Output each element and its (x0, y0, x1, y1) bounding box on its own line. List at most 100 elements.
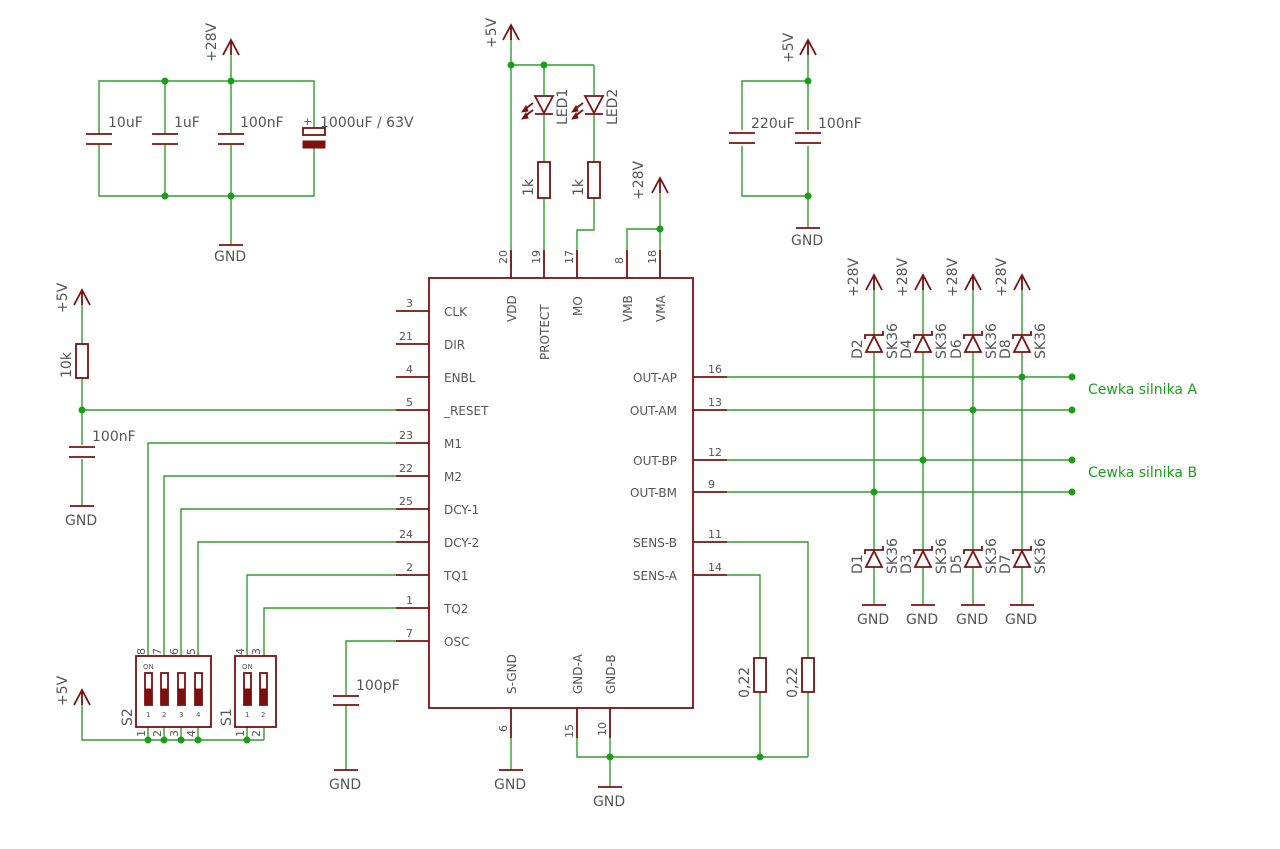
capacitor-100nf-5v: 100nF (795, 116, 862, 144)
capacitor-100nf-reset: 100nF (69, 429, 136, 458)
svg-text:10: 10 (596, 722, 609, 736)
svg-text:16: 16 (708, 363, 722, 376)
svg-text:1: 1 (406, 594, 413, 607)
wires (81, 40, 1072, 787)
resistor-1k-led1: 1k (521, 161, 551, 199)
resistor-sense-b: 0,22 (785, 657, 815, 698)
svg-text:S1: S1 (219, 708, 235, 726)
diode-d6: D6 SK36 (949, 323, 1000, 359)
diode-d3: D3 SK36 (899, 538, 950, 574)
svg-text:100pF: 100pF (356, 678, 400, 694)
led2: LED2 (570, 89, 621, 125)
capacitor-1000uf-electrolytic: + 1000uF / 63V (302, 115, 414, 149)
svg-text:+5V: +5V (55, 282, 71, 313)
svg-text:MO: MO (571, 296, 585, 316)
diode-d2: D2 SK36 (850, 323, 901, 359)
svg-text:GND: GND (214, 249, 246, 265)
svg-text:+28V: +28V (994, 257, 1010, 297)
svg-text:5: 5 (406, 396, 413, 409)
svg-text:2: 2 (261, 711, 265, 719)
svg-text:3: 3 (168, 730, 181, 737)
svg-text:OSC: OSC (444, 635, 469, 649)
capacitor-10uf: 10uF (86, 115, 143, 145)
capacitor-1uf: 1uF (152, 115, 200, 145)
svg-text:3: 3 (250, 648, 263, 655)
svg-text:SK36: SK36 (934, 323, 950, 359)
svg-text:2: 2 (151, 730, 164, 737)
svg-text:1k: 1k (571, 178, 587, 196)
dip-switch-s1: ON 1 2 4 3 1 2 S1 (219, 648, 277, 737)
coil-b-label: Cewka silnika B (1088, 465, 1197, 481)
capacitor-220uf: 220uF (729, 116, 795, 144)
svg-text:1: 1 (245, 711, 249, 719)
svg-text:SENS-B: SENS-B (633, 536, 677, 550)
resistor-10k: 10k (59, 343, 89, 379)
svg-text:21: 21 (399, 330, 413, 343)
svg-text:SK36: SK36 (885, 323, 901, 359)
diode-d7: D7 SK36 (998, 538, 1049, 574)
svg-text:100nF: 100nF (92, 429, 136, 445)
svg-text:+28V: +28V (945, 257, 961, 297)
svg-text:GND: GND (906, 612, 938, 628)
svg-text:DCY-1: DCY-1 (444, 503, 479, 517)
svg-text:15: 15 (563, 724, 576, 738)
svg-text:1k: 1k (521, 178, 537, 196)
svg-text:VMB: VMB (621, 295, 635, 322)
svg-text:OUT-BM: OUT-BM (630, 486, 677, 500)
svg-text:GND: GND (593, 794, 625, 810)
svg-text:DIR: DIR (444, 338, 465, 352)
coil-a-label: Cewka silnika A (1088, 382, 1197, 398)
svg-text:D6: D6 (949, 339, 965, 359)
svg-text:4: 4 (196, 711, 201, 719)
svg-text:22: 22 (399, 462, 413, 475)
svg-text:D1: D1 (850, 554, 866, 574)
svg-text:GND-B: GND-B (604, 654, 618, 694)
svg-text:19: 19 (530, 250, 543, 264)
led1: LED1 (520, 89, 571, 125)
svg-text:LED2: LED2 (605, 89, 621, 125)
capacitor-100nf-28v: 100nF (218, 115, 284, 145)
junction-dots (78, 61, 1076, 761)
svg-text:+28V: +28V (846, 257, 862, 297)
supply-5v-reset: +5V (55, 282, 91, 313)
svg-text:10k: 10k (59, 351, 75, 378)
ground-labels: GND GND GND GND GND GND GND GND GND GND (65, 233, 1037, 810)
svg-text:24: 24 (399, 528, 413, 541)
svg-text:D5: D5 (949, 554, 965, 574)
svg-text:1uF: 1uF (174, 115, 200, 131)
svg-text:17: 17 (563, 250, 576, 264)
ic-left-pins: 3 CLK 21 DIR 4 ENBL 5 _RESET 23 M1 22 M2… (399, 297, 489, 649)
svg-text:+5V: +5V (55, 675, 71, 706)
supply-5v-switches: +5V (55, 675, 91, 706)
svg-text:GND: GND (494, 777, 526, 793)
svg-text:2: 2 (162, 711, 166, 719)
diode-d5: D5 SK36 (949, 538, 1000, 574)
svg-text:1: 1 (135, 730, 148, 737)
svg-text:SK36: SK36 (1033, 538, 1049, 574)
supply-28v-vma: +28V (631, 160, 669, 200)
svg-text:10uF: 10uF (108, 115, 143, 131)
capacitor-100pf-osc: 100pF (333, 678, 400, 706)
svg-text:OUT-AM: OUT-AM (630, 404, 677, 418)
svg-text:VDD: VDD (505, 295, 519, 322)
ic-right-pins: 16 OUT-AP 13 OUT-AM 12 OUT-BP 9 OUT-BM 1… (630, 363, 722, 583)
resistor-sense-a: 0,22 (737, 657, 767, 698)
svg-text:GND-A: GND-A (571, 653, 585, 694)
svg-text:D3: D3 (899, 554, 915, 574)
svg-text:GND: GND (956, 612, 988, 628)
svg-text:SK36: SK36 (885, 538, 901, 574)
svg-text:SK36: SK36 (984, 323, 1000, 359)
svg-text:D7: D7 (998, 554, 1014, 574)
svg-text:PROTECT: PROTECT (538, 304, 552, 360)
svg-text:4: 4 (406, 363, 413, 376)
svg-text:9: 9 (708, 478, 715, 491)
svg-text:GND: GND (1005, 612, 1037, 628)
svg-text:+5V: +5V (484, 17, 500, 48)
svg-text:OUT-AP: OUT-AP (633, 371, 677, 385)
svg-text:OUT-BP: OUT-BP (633, 454, 677, 468)
svg-text:GND: GND (857, 612, 889, 628)
svg-text:23: 23 (399, 429, 413, 442)
svg-text:GND: GND (791, 233, 823, 249)
svg-text:ON: ON (242, 663, 253, 671)
